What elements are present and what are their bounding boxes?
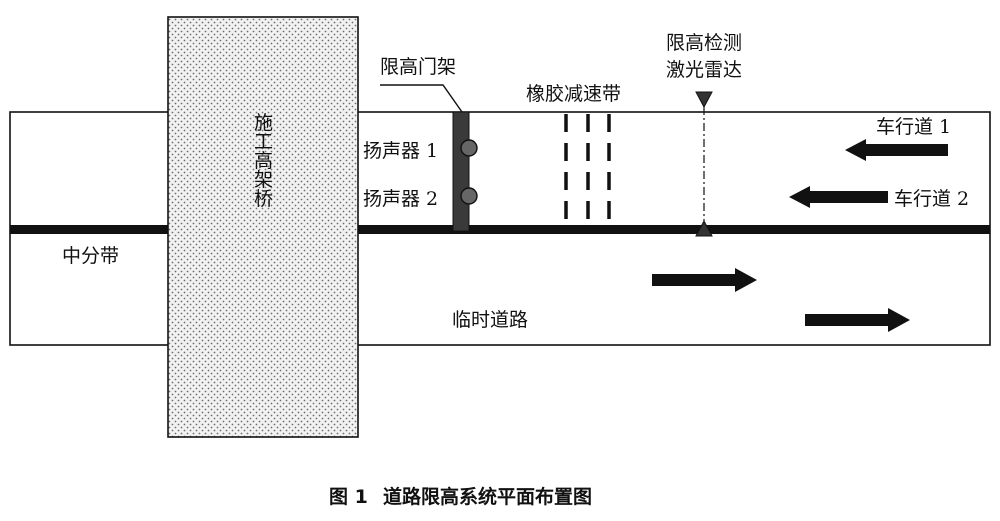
rubber-speed-bumps [564,114,611,225]
speaker-1-icon [460,139,478,157]
lane-1-label: 车行道 1 [876,116,951,138]
height-limit-gantry [452,111,470,232]
lane-2-label: 车行道 2 [894,188,969,210]
construction-viaduct [167,16,359,438]
laser-radar-bottom-marker [695,219,713,237]
speaker-2-label: 扬声器 2 [363,188,438,210]
viaduct-label: 施工高架桥 [251,112,273,207]
temporary-road-arrow-right-icon [805,308,910,332]
median-strip [10,225,990,234]
laser-radar-top-marker [695,91,713,109]
speed-bump-label: 橡胶减速带 [526,83,621,105]
temporary-road-label: 临时道路 [452,309,528,331]
speaker-2-icon [460,187,478,205]
figure-title: 道路限高系统平面布置图 [383,485,592,508]
temporary-road-arrow-right-icon [652,268,757,292]
lane-1-arrow-left-icon [845,139,948,161]
laser-radar-label-line2: 激光雷达 [666,59,742,81]
laser-radar-label-line1: 限高检测 [666,32,742,54]
lane-2-arrow-left-icon [789,186,888,208]
gantry-leader-line [380,84,463,113]
speaker-1-label: 扬声器 1 [363,140,438,162]
median-label: 中分带 [62,245,119,267]
figure-number: 图 1 [329,486,368,508]
gantry-label: 限高门架 [380,56,456,78]
